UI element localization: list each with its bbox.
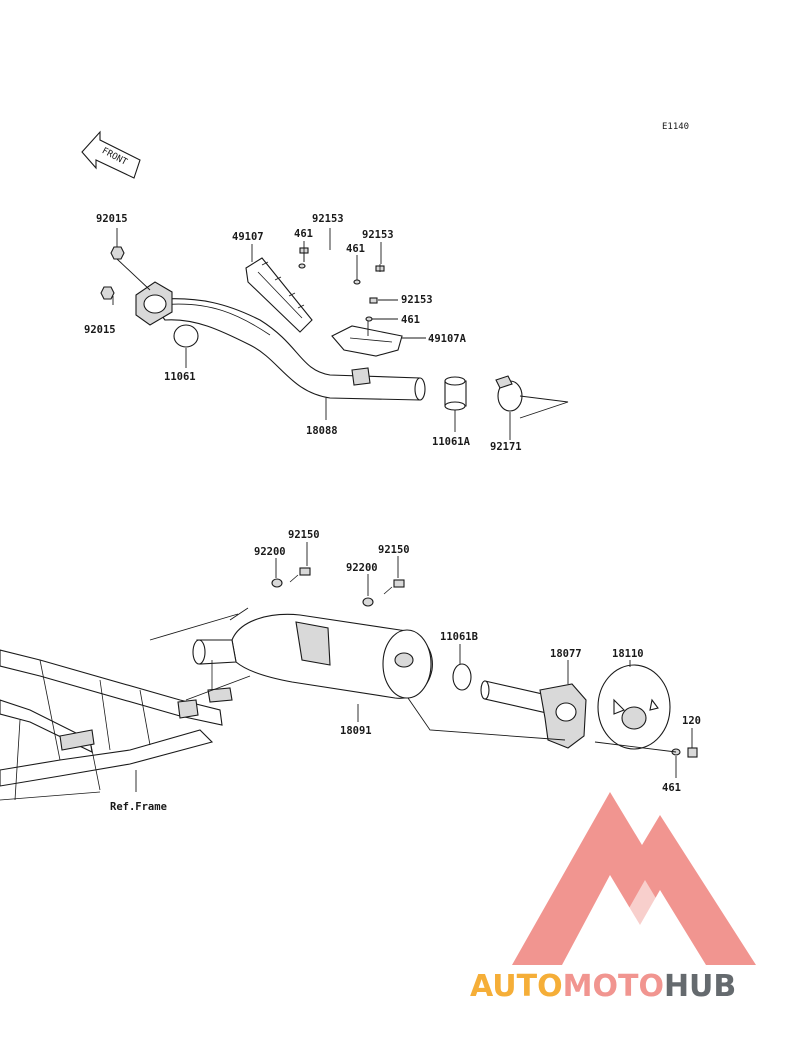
callout-92200-b: 92200 xyxy=(346,562,378,574)
watermark-auto: AUTO xyxy=(470,969,563,1004)
ref-frame-label: Ref.Frame xyxy=(110,801,167,813)
diagram-code: E1140 xyxy=(662,122,689,132)
callout-461-a: 461 xyxy=(294,228,313,240)
bolt-92150-a xyxy=(289,567,311,583)
bolt-92153-c xyxy=(369,297,378,304)
muffler-18091 xyxy=(192,613,433,703)
callout-92015-bottom: 92015 xyxy=(84,324,116,336)
callout-49107: 49107 xyxy=(232,231,264,243)
automotohub-logo: AUTOMOTOHUB xyxy=(470,792,756,1004)
washer-92200-b xyxy=(362,597,374,607)
gasket-11061B xyxy=(452,663,472,691)
bolt-120 xyxy=(687,747,698,758)
washer-461-a xyxy=(298,263,306,269)
callout-461-b: 461 xyxy=(346,243,365,255)
tailpipe-18077 xyxy=(480,680,587,749)
heat-guard-49107A xyxy=(331,325,403,357)
callout-92150-b: 92150 xyxy=(378,544,410,556)
callout-92153-a: 92153 xyxy=(312,213,344,225)
nut-92015-top xyxy=(110,246,125,260)
nut-92015-bottom xyxy=(100,286,115,300)
gasket-11061 xyxy=(173,324,199,348)
callout-11061: 11061 xyxy=(164,371,196,383)
clamp-92171 xyxy=(495,375,523,412)
frame-reference xyxy=(0,649,223,801)
washer-461-c xyxy=(365,316,373,322)
callout-92150-a: 92150 xyxy=(288,529,320,541)
end-cap-18110 xyxy=(597,664,671,750)
watermark-hub: HUB xyxy=(664,969,736,1004)
gasket-11061A xyxy=(444,376,467,411)
bolt-92150-b xyxy=(383,579,405,595)
callout-120: 120 xyxy=(682,715,701,727)
heat-guard-49107 xyxy=(245,257,313,333)
callout-18110: 18110 xyxy=(612,648,644,660)
callout-18088: 18088 xyxy=(306,425,338,437)
washer-461-b xyxy=(353,279,361,285)
callout-18077: 18077 xyxy=(550,648,582,660)
exhaust-pipe-18088 xyxy=(135,281,426,401)
svg-text:AUTOMOTOHUB: AUTOMOTOHUB xyxy=(470,969,736,1004)
front-arrow-icon: FRONT xyxy=(81,130,141,179)
callout-18091: 18091 xyxy=(340,725,372,737)
callout-92015-top: 92015 xyxy=(96,213,128,225)
callout-11061B: 11061B xyxy=(440,631,478,643)
callout-92153-b: 92153 xyxy=(362,229,394,241)
callout-461-c: 461 xyxy=(401,314,420,326)
callout-92200-a: 92200 xyxy=(254,546,286,558)
watermark-moto: MOTO xyxy=(563,969,664,1004)
callout-92171: 92171 xyxy=(490,441,522,453)
callout-461-d: 461 xyxy=(662,782,681,794)
callout-49107A: 49107A xyxy=(428,333,467,345)
washer-92200-a xyxy=(271,578,283,588)
callout-92153-c: 92153 xyxy=(401,294,433,306)
callout-11061A: 11061A xyxy=(432,436,471,448)
bolt-92153-b xyxy=(375,264,385,272)
